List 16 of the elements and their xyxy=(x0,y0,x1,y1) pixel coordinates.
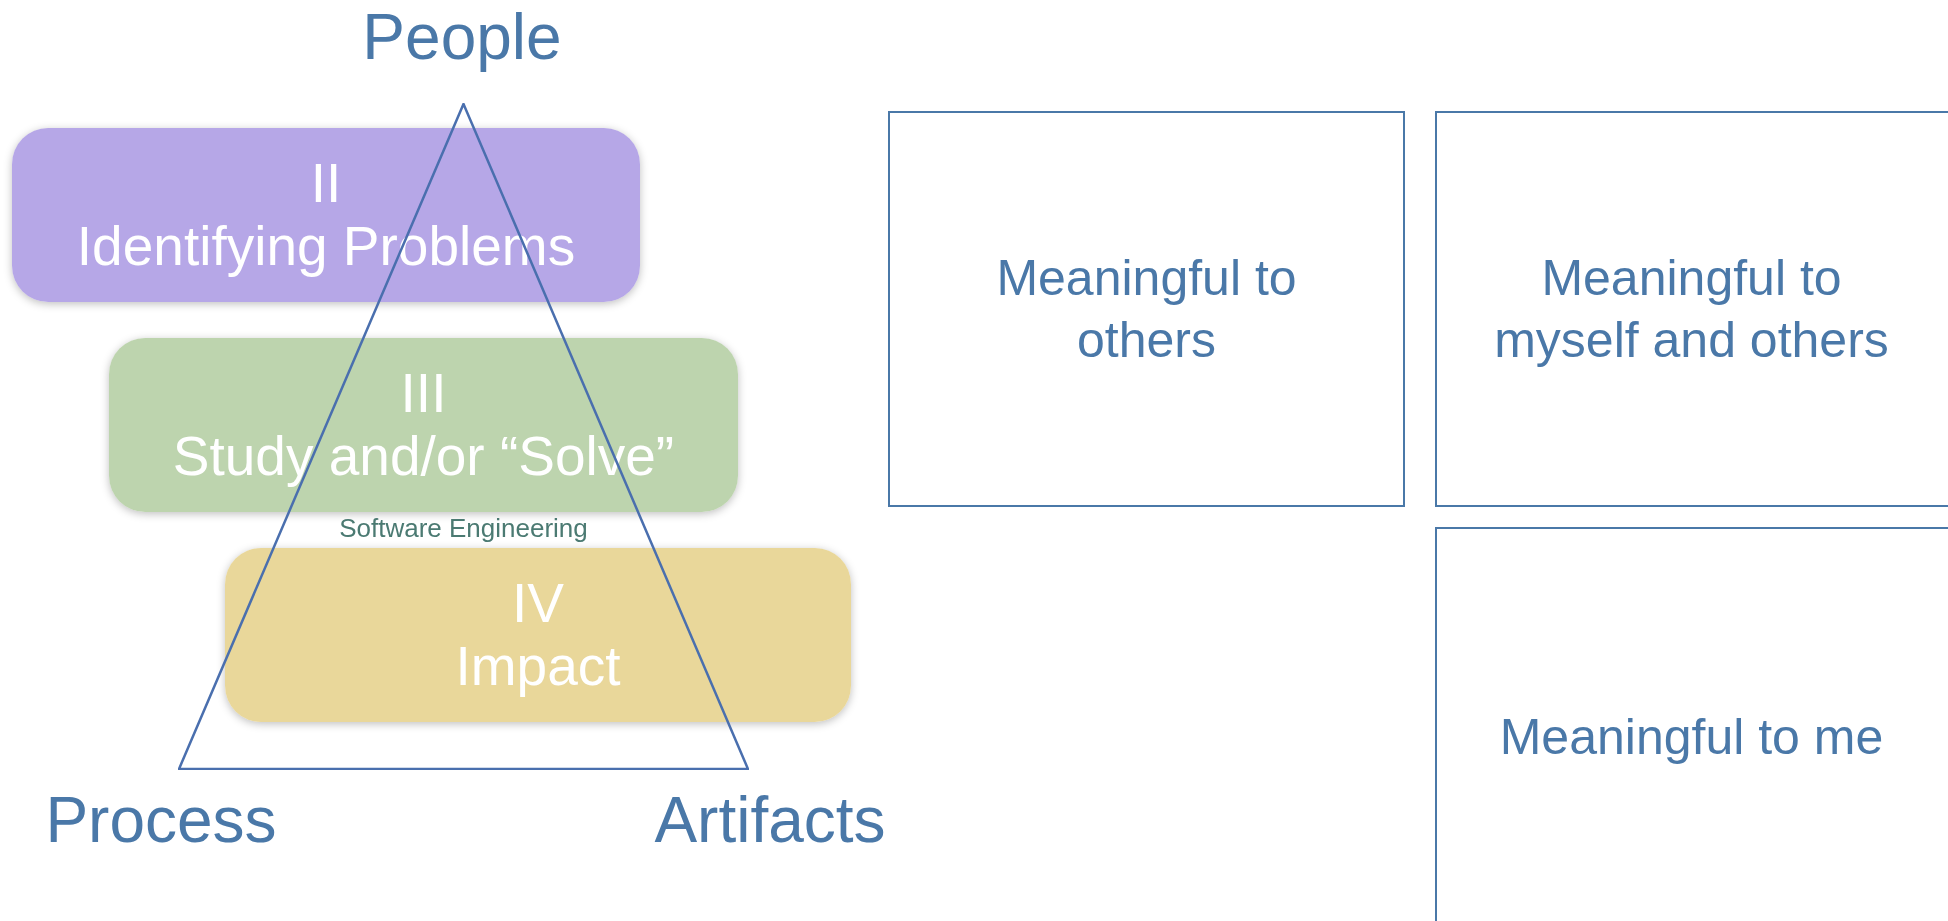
box-text: Meaningful to me xyxy=(1498,707,1885,767)
rounded-box xyxy=(12,128,640,302)
box-text: II xyxy=(310,151,342,215)
box-text: Impact xyxy=(455,635,621,699)
outlined-box xyxy=(1435,111,1948,507)
vertex-label: Artifacts xyxy=(654,788,886,852)
outlined-box xyxy=(888,111,1405,507)
rounded-box xyxy=(109,338,738,512)
vertex-label: Process xyxy=(45,788,277,852)
box-text: III xyxy=(400,361,447,425)
outlined-box xyxy=(1435,527,1948,921)
box-text: Meaningful to others xyxy=(995,248,1298,370)
triangle-text: Software Engineering xyxy=(339,514,588,544)
box-text: Meaningful to myself and others xyxy=(1493,248,1890,370)
rounded-box xyxy=(225,548,851,722)
box-text: IV xyxy=(512,571,564,635)
